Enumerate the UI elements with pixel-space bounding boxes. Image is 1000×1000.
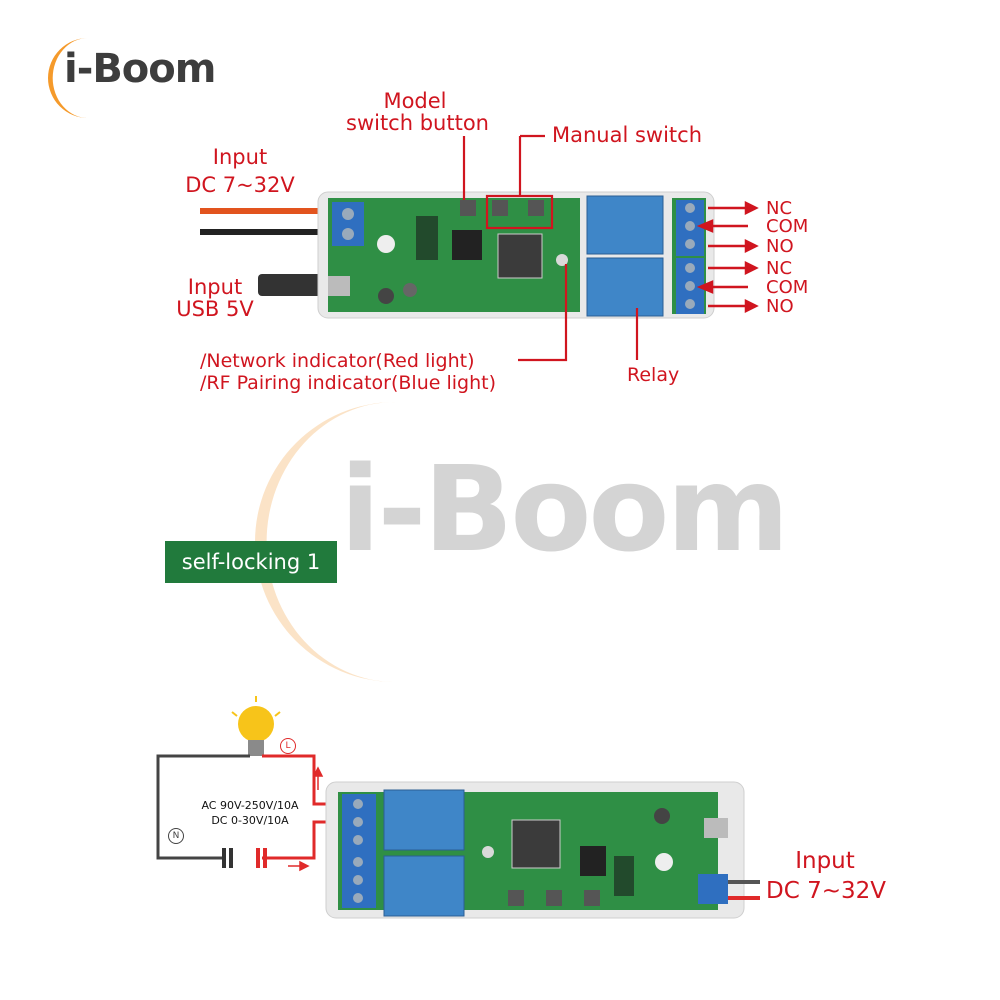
line-marker-badge: L xyxy=(280,738,296,754)
terminal-nc-1: NC xyxy=(766,198,793,219)
terminal-no-1: NO xyxy=(766,236,794,257)
brand-name: i-Boom xyxy=(64,46,216,92)
input-usb-label: Input xyxy=(187,275,243,299)
network-indicator-label: /Network indicator(Red light) xyxy=(200,350,475,372)
model-button-label: Model xyxy=(383,89,447,113)
input-dc-label: Input xyxy=(212,145,268,169)
load-spec-dc-label: DC 0-30V/10A xyxy=(211,814,289,827)
rf-pairing-indicator-label: /RF Pairing indicator(Blue light) xyxy=(200,372,496,394)
relay-label: Relay xyxy=(627,364,680,386)
model-button-sublabel: switch button xyxy=(346,111,489,135)
neutral-marker-badge: N xyxy=(168,828,184,844)
bottom-input-voltage-label: DC 7~32V xyxy=(766,878,886,904)
bottom-input-label: Input xyxy=(795,848,855,874)
terminal-com-1: COM xyxy=(766,216,809,237)
load-spec-ac-label: AC 90V-250V/10A xyxy=(201,799,299,812)
light-bulb-icon xyxy=(231,696,281,756)
terminal-no-2: NO xyxy=(766,296,794,317)
manual-switch-label: Manual switch xyxy=(552,123,703,147)
terminal-com-2: COM xyxy=(766,277,809,298)
mode-badge: self-locking 1 xyxy=(165,541,337,583)
watermark-text: i-Boom xyxy=(340,440,789,578)
terminal-nc-2: NC xyxy=(766,258,793,279)
input-dc-voltage-label: DC 7~32V xyxy=(185,173,295,197)
input-usb-voltage-label: USB 5V xyxy=(176,297,254,321)
